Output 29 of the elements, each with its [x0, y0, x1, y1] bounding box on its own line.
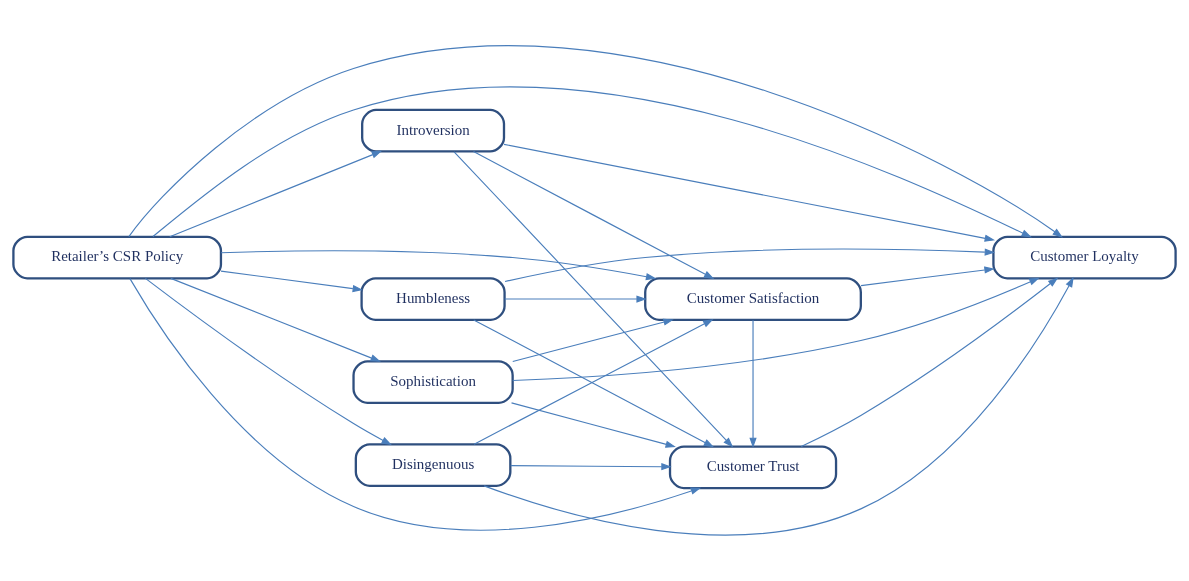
arrow [503, 143, 995, 242]
arrow [453, 151, 734, 448]
node-box: Sophistication [352, 360, 514, 404]
arrow [483, 276, 1074, 536]
arrow [169, 150, 383, 238]
arrow [749, 319, 757, 449]
node-box: Disingenuous [354, 443, 512, 487]
arrow [129, 278, 702, 531]
node-box: Customer Satisfaction [644, 277, 862, 321]
arrow [510, 463, 672, 471]
arrow [504, 295, 647, 303]
node-box: Customer Trust [668, 445, 838, 490]
arrow [472, 150, 715, 280]
arrow [800, 277, 1059, 448]
arrow [860, 266, 995, 287]
arrow [512, 277, 1040, 382]
arrow [512, 318, 674, 363]
node-box: Introversion [361, 108, 506, 153]
node-box: Retailer’s CSR Policy [12, 235, 223, 280]
arrow [510, 402, 676, 448]
arrow [128, 45, 1063, 238]
arrow [504, 248, 996, 283]
arrow [220, 270, 363, 293]
arrow [152, 87, 1032, 238]
arrow [170, 277, 381, 362]
node-box: Humbleness [360, 277, 506, 321]
arrow [220, 250, 657, 281]
node-box: Customer Loyalty [992, 235, 1177, 280]
arrow [144, 277, 392, 446]
